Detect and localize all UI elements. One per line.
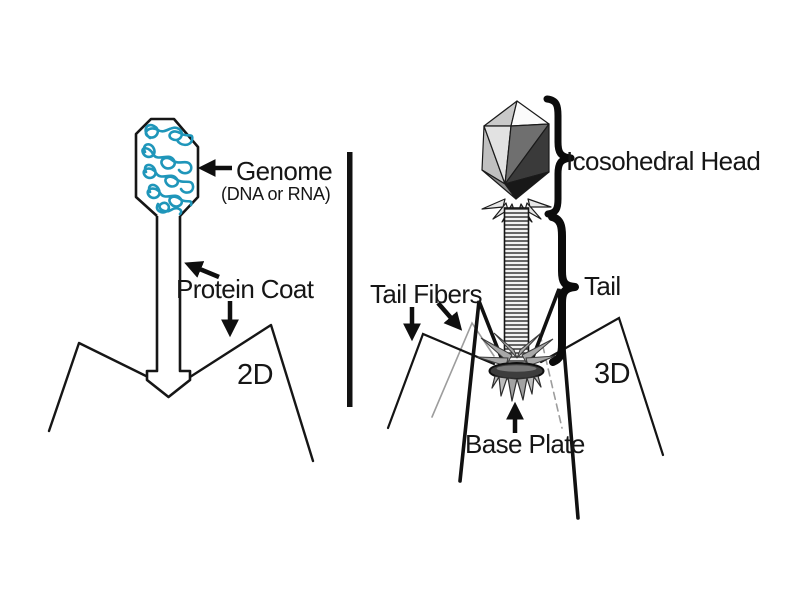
3d-base-plate-spikes	[491, 375, 542, 402]
2d-view-label: 2D	[237, 359, 273, 391]
genome-squiggle	[141, 123, 195, 216]
3d-tail-fiber-front-left	[458, 300, 503, 483]
head-facet	[481, 169, 517, 200]
tail-fibers-label: Tail Fibers	[370, 279, 482, 309]
protein-coat-arrow-upper	[184, 261, 220, 280]
3d-tail-tube	[503, 207, 530, 365]
3d-phage	[386, 95, 665, 520]
divider-line	[347, 152, 353, 407]
base-plate-label: Base Plate	[465, 429, 585, 459]
2d-tail-fiber-right	[188, 323, 315, 463]
3d-tail-fiber-back-right	[539, 333, 563, 429]
3d-tail-fiber-outer-left	[386, 332, 496, 430]
3d-tail-fiber-outer-right	[539, 316, 665, 457]
protein-coat-label: Protein Coat	[176, 274, 315, 304]
3d-view-label: 3D	[594, 358, 630, 390]
head-brace	[543, 95, 575, 218]
tail-brace	[548, 213, 579, 366]
tail-label: Tail	[584, 271, 621, 301]
3d-tail-fiber-front-right	[531, 288, 580, 520]
3d-base-spike-burst	[476, 332, 557, 367]
3d-head	[481, 100, 550, 200]
icosohedral-head-label: Icosohedral Head	[566, 146, 760, 176]
2d-tail-fiber-left	[47, 341, 148, 433]
genome-label: Genome	[236, 156, 332, 186]
2d-phage	[47, 117, 315, 463]
3d-tail-fiber-back-left	[431, 321, 495, 418]
tail-fibers-arrow-right	[436, 301, 463, 331]
2d-tail-tube	[145, 214, 192, 399]
genome-sublabel: (DNA or RNA)	[221, 184, 330, 204]
